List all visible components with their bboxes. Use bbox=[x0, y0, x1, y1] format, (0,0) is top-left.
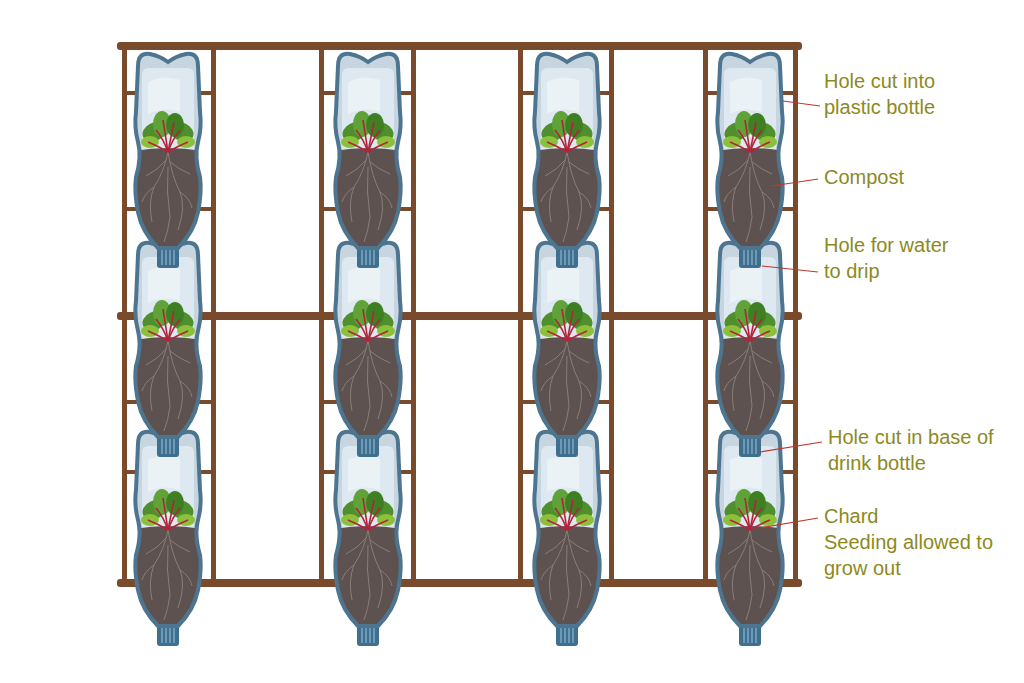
callout-label: Hole for water to drip bbox=[824, 232, 959, 284]
callout-label: Seeding allowed to grow out bbox=[824, 529, 999, 581]
callout-label: Chard bbox=[824, 503, 878, 529]
callout-label: Hole cut in base of drink bottle bbox=[828, 424, 1018, 476]
leader-lines bbox=[760, 101, 822, 528]
callout-label: Hole cut into plastic bottle bbox=[824, 68, 989, 120]
bottle-planters bbox=[128, 54, 790, 646]
wooden-frame bbox=[117, 42, 802, 587]
callout-label: Compost bbox=[824, 164, 904, 190]
